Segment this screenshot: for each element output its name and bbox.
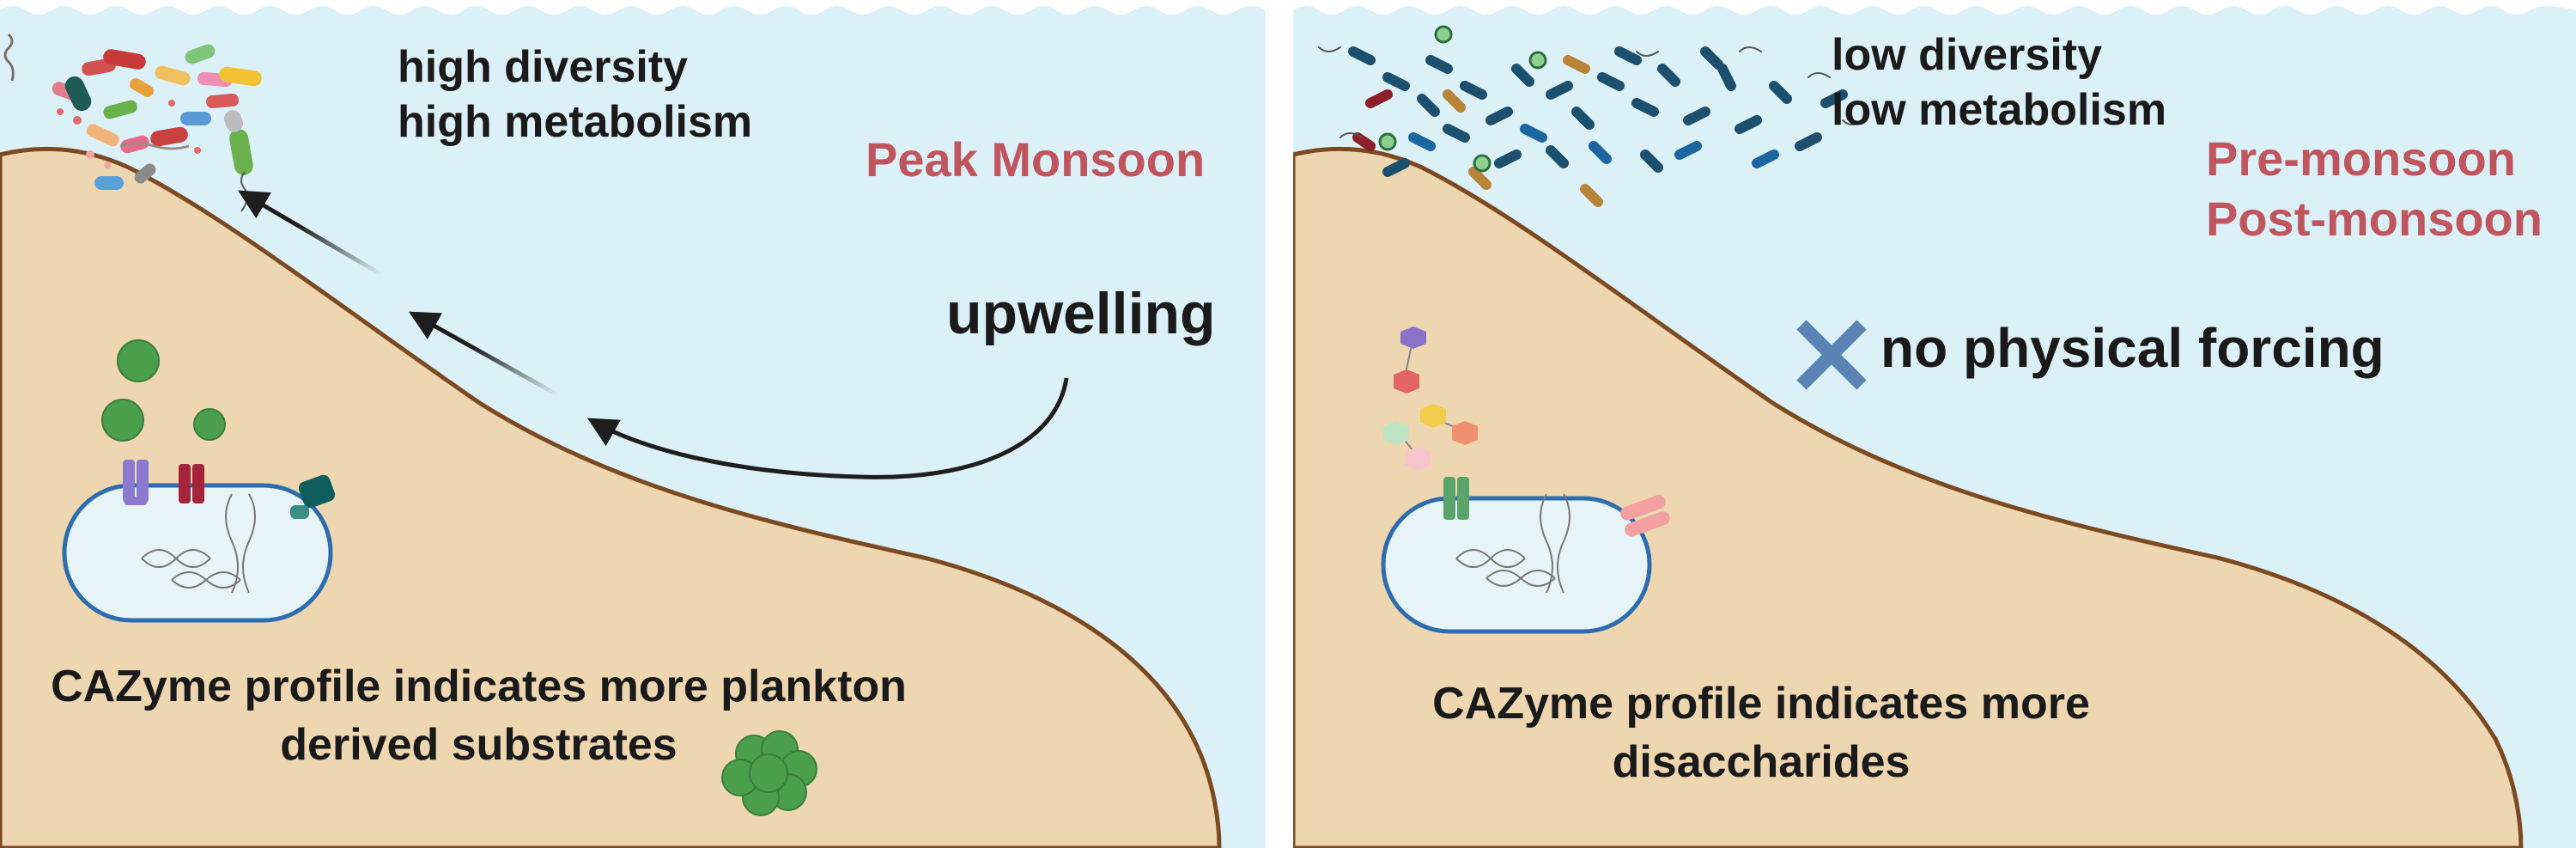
plankton-colony-icon: [721, 730, 817, 816]
water-surface: [1293, 0, 2576, 15]
process-label: upwelling: [946, 281, 1216, 346]
metric-diversity: low diversity: [1832, 30, 2102, 80]
season-label: Peak Monsoon: [866, 132, 1206, 186]
upwelling-arrow-icon: [237, 190, 1069, 479]
metric-metabolism: high metabolism: [398, 97, 753, 147]
season-label: Pre-monsoon Post-monsoon: [2206, 129, 2543, 249]
disaccharide-icon: [1383, 326, 1478, 471]
plankton-substrate-icon: [101, 339, 226, 442]
bacterial-cell-icon: [1381, 477, 1670, 634]
right-scene: [1293, 0, 2576, 848]
season-pre: Pre-monsoon: [2206, 131, 2516, 186]
metric-metabolism: low metabolism: [1832, 85, 2167, 135]
caption: CAZyme profile indicates more disacchari…: [1293, 674, 2229, 791]
caption: CAZyme profile indicates more plankton d…: [0, 657, 957, 774]
season-post: Post-monsoon: [2206, 192, 2543, 246]
metrics-label: low diversity low metabolism: [1832, 27, 2166, 137]
peak-monsoon-panel: high diversity high metabolism Peak Mons…: [0, 0, 1266, 848]
metric-diversity: high diversity: [398, 42, 689, 92]
sediment-slope: [1293, 146, 2524, 848]
pre-post-monsoon-panel: low diversity low metabolism Pre-monsoon…: [1293, 0, 2576, 848]
caption-line-1: CAZyme profile indicates more plankton: [51, 662, 907, 711]
cross-icon: [1796, 320, 1867, 390]
caption-line-1: CAZyme profile indicates more: [1432, 679, 2090, 729]
water-surface: [0, 0, 1266, 15]
caption-line-2: disaccharides: [1612, 737, 1911, 787]
process-label: no physical forcing: [1880, 317, 2385, 379]
uniform-bacteria-icon: [1318, 25, 1865, 207]
mixed-bacteria-icon: [3, 33, 262, 212]
metrics-label: high diversity high metabolism: [398, 40, 752, 149]
dna-icon: [141, 493, 256, 594]
caption-line-2: derived substrates: [280, 720, 677, 770]
bacterial-cell-icon: [62, 460, 336, 623]
left-scene: [0, 0, 1266, 848]
